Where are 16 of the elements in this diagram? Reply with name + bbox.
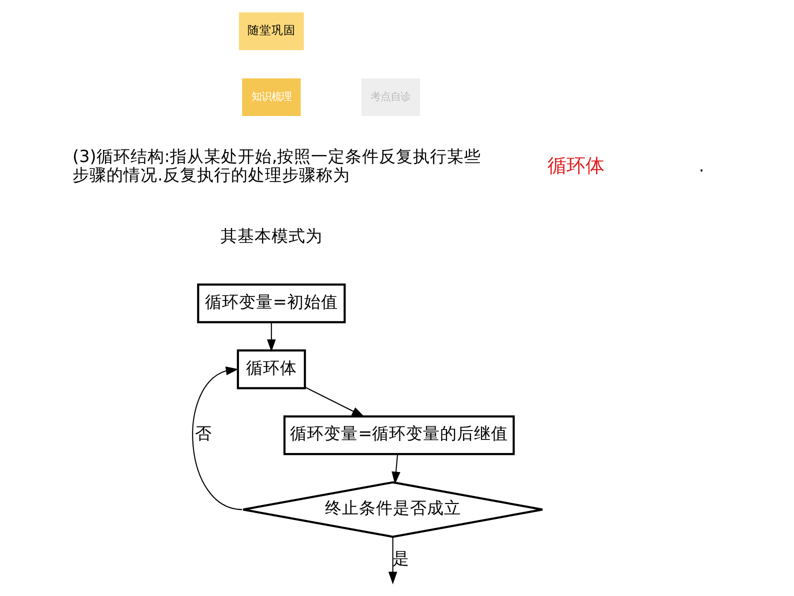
arrow <box>392 454 400 484</box>
arrow <box>388 537 398 584</box>
label: 循环体 <box>547 156 604 177</box>
arrow <box>267 322 276 352</box>
label: 随堂巩固 <box>247 23 296 38</box>
label: . <box>698 155 704 176</box>
edge-label: 否 <box>194 423 212 444</box>
arrow <box>192 366 242 510</box>
node-box: 循环体 <box>236 349 306 390</box>
label: 其基本模式为 <box>220 225 322 246</box>
label: 知识梳理 <box>251 90 292 103</box>
node-box: 循环变量=循环变量的后继值 <box>283 415 515 456</box>
node-diamond: 终止条件是否成立 <box>242 481 544 538</box>
node-box: 循环变量=初始值 <box>197 284 346 324</box>
arrow <box>304 386 364 417</box>
label: (3)循环结构:指从某处开始,按照一定条件反复执行某些步骤的情况.反复执行的处理步骤称为 <box>72 146 482 185</box>
